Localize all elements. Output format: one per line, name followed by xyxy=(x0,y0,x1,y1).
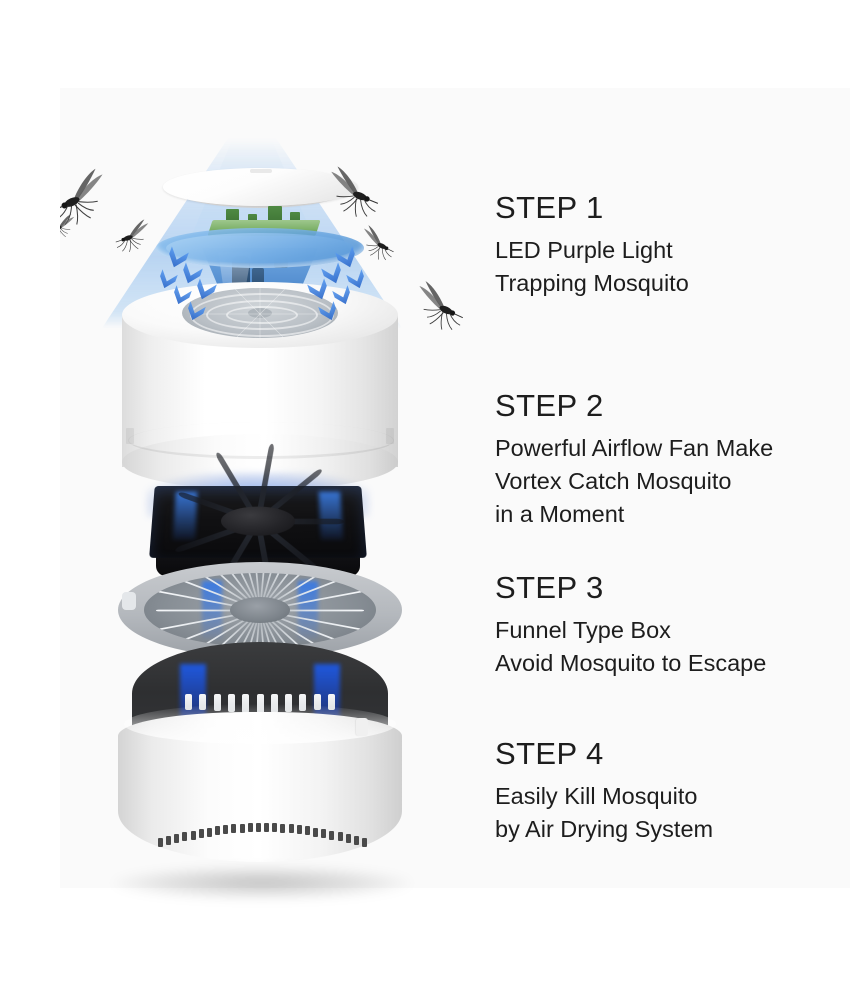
grille-spoke xyxy=(260,313,330,315)
chamber-rim-highlight xyxy=(124,704,396,744)
step-2-line-1: Powerful Airflow Fan Make xyxy=(495,434,774,461)
step-3-title: STEP 3 xyxy=(495,570,604,605)
step-4-title: STEP 4 xyxy=(495,736,604,771)
mosquito-icon xyxy=(115,219,149,253)
chamber-fin xyxy=(285,694,293,713)
grille-ring xyxy=(226,306,298,324)
base-vent-slot xyxy=(255,823,261,833)
grille-spoke xyxy=(259,314,261,338)
step-3-line-2: Avoid Mosquito to Escape xyxy=(495,649,767,676)
fin-ring-outer xyxy=(118,562,402,658)
step-2-line-3: in a Moment xyxy=(495,501,625,528)
base-vent-slot xyxy=(362,838,367,847)
base-vent-slot xyxy=(353,836,359,846)
base-vent-slot xyxy=(296,825,302,835)
top-lid-part xyxy=(163,168,358,214)
pcb-component xyxy=(290,212,300,226)
base-vent-slot xyxy=(264,823,270,833)
fin-ring-part xyxy=(118,562,402,682)
base-vent-slot xyxy=(272,823,278,833)
contact-shadow xyxy=(112,866,412,900)
base-vent-slot xyxy=(288,824,294,834)
base-vent-slot xyxy=(231,824,237,834)
chamber-fin xyxy=(328,694,335,710)
chamber-vent-row xyxy=(118,820,402,850)
chamber-fin xyxy=(242,694,250,714)
base-vent-slot xyxy=(223,825,229,835)
fin-ring-inner xyxy=(144,573,376,647)
step-1-line-1: LED Purple Light xyxy=(495,236,673,263)
mosquito-icon xyxy=(48,213,75,240)
base-vent-slot xyxy=(215,826,221,836)
chamber-fin xyxy=(299,694,307,712)
chamber-release-tab xyxy=(356,718,368,736)
step-2-block: STEP 2 Powerful Airflow Fan Make Vortex … xyxy=(495,388,774,532)
fan-blue-light xyxy=(318,491,344,540)
step-3-line-1: Funnel Type Box xyxy=(495,616,671,643)
grille-spoke xyxy=(190,313,260,315)
base-vent-slot xyxy=(190,830,196,840)
base-vent-slot xyxy=(166,836,172,846)
funnel-fin xyxy=(260,609,364,611)
top-lid-notch xyxy=(249,169,272,173)
base-vent-slot xyxy=(280,823,286,833)
top-lid-surface xyxy=(163,168,358,206)
chamber-fin xyxy=(227,694,235,713)
main-body-tab xyxy=(386,428,394,444)
chamber-fin xyxy=(185,694,192,710)
product-illustration xyxy=(48,110,480,900)
step-2-line-2: Vortex Catch Mosquito xyxy=(495,467,732,494)
step-4-block: STEP 4 Easily Kill Mosquito by Air Dryin… xyxy=(495,736,714,846)
base-vent-slot xyxy=(158,838,163,847)
step-3-block: STEP 3 Funnel Type Box Avoid Mosquito to… xyxy=(495,570,767,680)
led-pcb-part xyxy=(207,206,321,240)
chamber-fin xyxy=(199,694,207,711)
base-vent-slot xyxy=(206,827,212,837)
chamber-fin xyxy=(213,694,221,712)
step-2-title: STEP 2 xyxy=(495,388,604,423)
base-vent-slot xyxy=(329,830,335,840)
base-vent-slot xyxy=(182,832,188,842)
grille-ring xyxy=(206,300,318,330)
intake-grille xyxy=(182,288,338,338)
fan-hub xyxy=(220,506,296,536)
main-body-tab xyxy=(126,428,134,444)
main-body-part xyxy=(122,282,398,494)
step-4-line-2: by Air Drying System xyxy=(495,815,714,842)
blue-funnel-rim xyxy=(156,228,364,268)
step-1-block: STEP 1 LED Purple Light Trapping Mosquit… xyxy=(495,190,689,300)
collection-chamber-part xyxy=(118,642,402,890)
base-vent-slot xyxy=(247,823,253,833)
chamber-fin xyxy=(313,694,321,711)
fin-ring-hub xyxy=(230,597,290,623)
fan-housing xyxy=(149,443,367,610)
base-vent-slot xyxy=(198,829,204,839)
step-1-line-2: Trapping Mosquito xyxy=(495,269,689,296)
base-vent-slot xyxy=(239,823,245,833)
mosquito-icon xyxy=(52,168,103,225)
step-4-line-1: Easily Kill Mosquito xyxy=(495,782,698,809)
base-vent-slot xyxy=(304,826,310,836)
base-vent-slot xyxy=(345,834,351,844)
mosquito-icon xyxy=(419,281,463,330)
fin-ring-clip xyxy=(122,592,136,610)
base-vent-slot xyxy=(174,834,180,844)
base-vent-slot xyxy=(313,827,319,837)
main-body-lip xyxy=(128,422,394,459)
step-1-title: STEP 1 xyxy=(495,190,604,225)
base-vent-slot xyxy=(337,832,343,842)
blue-funnel-rim-inner xyxy=(166,233,354,263)
grille-spoke xyxy=(259,288,261,314)
chamber-fin xyxy=(270,694,278,714)
base-vent-slot xyxy=(321,829,327,839)
